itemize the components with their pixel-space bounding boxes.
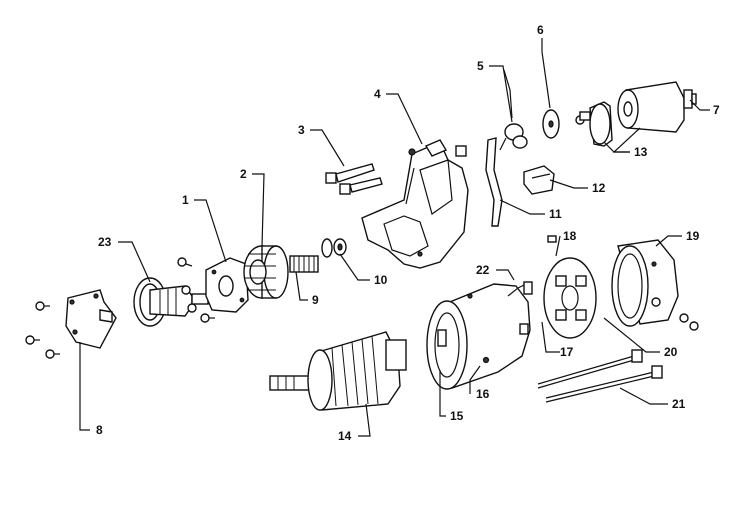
part-spring [289, 255, 319, 273]
part-through-bolts [537, 349, 663, 403]
part-bearing-plate [205, 257, 249, 313]
callout-2: 2 [240, 167, 247, 181]
part-drive-pinion [133, 277, 209, 327]
callout-22: 22 [476, 263, 490, 277]
part-connector [507, 281, 533, 297]
callout-19: 19 [686, 229, 700, 243]
part-washers [321, 238, 347, 258]
part-end-cap [611, 239, 699, 331]
callout-10: 10 [374, 273, 388, 287]
part-plunger [579, 101, 613, 147]
callout-20: 20 [664, 345, 678, 359]
callout-labels: 1 2 3 4 5 6 7 8 9 10 11 12 13 14 15 16 1… [96, 23, 720, 443]
part-small-screws [177, 257, 215, 323]
callout-14: 14 [338, 429, 352, 443]
part-lever [485, 137, 503, 227]
callout-17: 17 [560, 345, 574, 359]
part-screws-left [25, 301, 60, 359]
callout-3: 3 [298, 123, 305, 137]
callout-13: 13 [634, 145, 648, 159]
callout-12: 12 [592, 181, 606, 195]
part-spring-clip [499, 69, 528, 151]
part-bolts [325, 163, 383, 195]
callout-1: 1 [182, 193, 189, 207]
callout-7: 7 [713, 103, 720, 117]
part-gear [243, 245, 289, 299]
callout-21: 21 [672, 397, 686, 411]
part-rubber-block [523, 165, 555, 195]
callout-11: 11 [549, 207, 562, 221]
part-end-plate [65, 289, 117, 349]
part-solenoid [617, 81, 697, 133]
part-brush-holder [543, 235, 597, 339]
callout-9: 9 [312, 293, 319, 307]
callout-8: 8 [96, 423, 103, 437]
part-field-housing [426, 283, 531, 390]
part-armature [269, 331, 407, 411]
part-drive-housing [361, 139, 469, 269]
leader-lines [79, 38, 710, 437]
callout-6: 6 [537, 23, 544, 37]
part-disc [542, 109, 585, 139]
callout-16: 16 [476, 387, 490, 401]
callout-4: 4 [374, 87, 381, 101]
callout-15: 15 [450, 409, 464, 423]
callout-5: 5 [477, 59, 484, 73]
callout-23: 23 [98, 235, 112, 249]
callout-18: 18 [563, 229, 577, 243]
